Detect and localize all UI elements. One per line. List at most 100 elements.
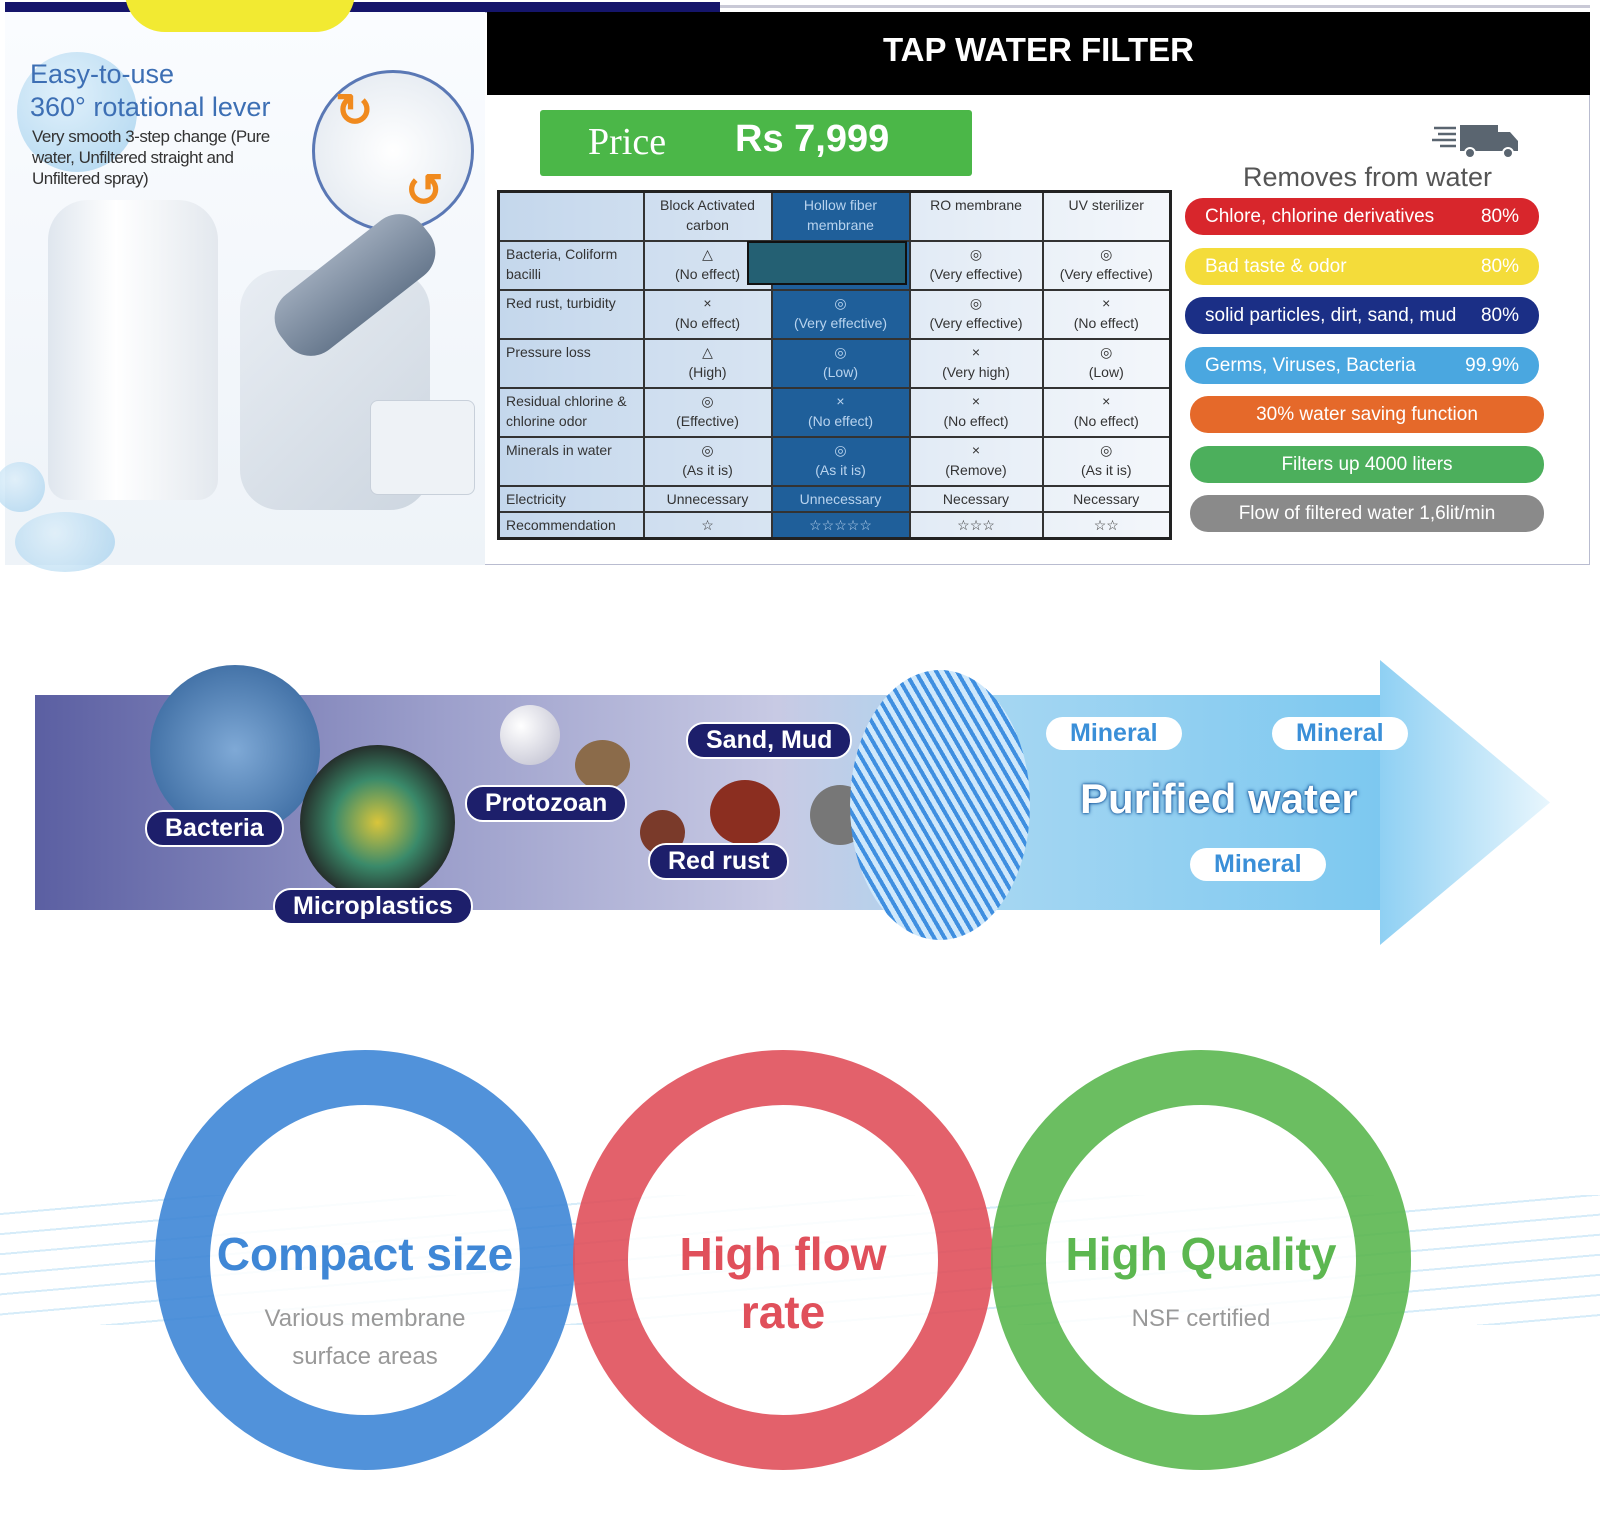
pill-label: Chlore, chlorine derivatives [1205, 206, 1435, 227]
rating-symbol: Unnecessary [666, 490, 749, 507]
pill-label: 30% water saving function [1256, 404, 1478, 425]
feature-title: High flow rate [679, 1228, 887, 1338]
removes-title: Removes from water [1242, 162, 1493, 192]
microplastics-image [300, 745, 455, 900]
table-cell: ☆☆☆☆☆ [770, 510, 911, 539]
label-microplastics: Microplastics [273, 888, 473, 925]
column-header: UV sterilizer [1041, 190, 1172, 242]
label-sand-mud: Sand, Mud [686, 722, 853, 759]
delivery-truck-icon [1432, 125, 1518, 159]
pill-value: 80% [1480, 305, 1519, 326]
rating-symbol: ◎ [701, 441, 714, 458]
feature-title: High Quality [1065, 1228, 1337, 1280]
rotate-arrow-icon: ↺ [405, 164, 444, 216]
table-row: Residual chlorine & chlorine odor◎(Effec… [497, 386, 1172, 438]
top-bar [5, 2, 720, 12]
feature-subtitle: NSF certified [1131, 1305, 1271, 1332]
rating-text: (No effect) [1073, 412, 1139, 429]
feature-pill: solid particles, dirt, sand, mud 80% [1185, 297, 1539, 334]
rating-text: (No effect) [943, 412, 1009, 429]
table-cell: ◎ (Low) [1041, 337, 1172, 389]
row-label: Bacteria, Coliform bacilli [497, 239, 645, 291]
redacted-cell [747, 241, 907, 285]
label-red-rust: Red rust [648, 843, 790, 880]
rating-symbol: × [703, 294, 712, 311]
feature-subtitle: Various membrane surface areas [264, 1305, 466, 1370]
rating-text: (Remove) [945, 461, 1007, 478]
lever-description: Very smooth 3-step change (Pure water, U… [32, 127, 270, 188]
pill-label: Bad taste & odor [1205, 255, 1347, 277]
table-cell: Unnecessary [770, 484, 911, 513]
column-header: Hollow fiber membrane [770, 190, 911, 242]
rating-symbol: × [836, 392, 845, 409]
price-box: Price Rs 7,999 [540, 110, 972, 176]
table-cell: Necessary [1041, 484, 1172, 513]
purified-water-label: Purified water [1080, 775, 1358, 822]
table-row: Minerals in water◎(As it is)◎(As it is)×… [497, 435, 1172, 487]
decor-bubble [15, 512, 115, 572]
table-row: Pressure loss△(High)◎(Low)×(Very high)◎(… [497, 337, 1172, 389]
rating-symbol: △ [702, 245, 713, 262]
hollow-fiber-image [850, 670, 1030, 940]
row-label: Red rust, turbidity [497, 288, 645, 340]
rating-text: (As it is) [1080, 461, 1132, 478]
column-header: Block Activated carbon [642, 190, 773, 242]
table-cell: ×(Very high) [908, 337, 1044, 389]
table-cell: ◎ (Very effective) [1041, 239, 1172, 291]
table-row: Recommendation☆☆☆☆☆☆☆☆☆☆☆ [497, 510, 1172, 539]
bacteria-image [150, 665, 320, 835]
pill-label: solid particles, dirt, sand, mud [1205, 305, 1457, 326]
table-cell: ◎ (Very effective) [770, 288, 911, 340]
rating-text: (As it is) [815, 461, 866, 478]
rating-symbol: ☆☆☆ [957, 516, 995, 533]
rating-text: (Low) [1088, 363, 1124, 380]
table-cell: ◎(Very effective) [908, 239, 1044, 291]
rating-symbol: Necessary [942, 490, 1010, 507]
rating-symbol: × [971, 392, 981, 409]
table-cell: Necessary [908, 484, 1044, 513]
column-header: RO membrane [908, 190, 1044, 242]
feature-pill: 30% water saving function [1190, 396, 1544, 433]
column-header [497, 190, 645, 242]
mud-particle [575, 740, 630, 790]
pill-label: Germs, Viruses, Bacteria [1205, 354, 1416, 376]
rating-symbol: ◎ [1100, 245, 1113, 262]
rating-text: (No effect) [1073, 314, 1139, 331]
rating-symbol: ◎ [969, 294, 983, 311]
row-label: Recommendation [497, 510, 645, 539]
rating-symbol: ◎ [834, 294, 847, 311]
table-cell: × (No effect) [1041, 386, 1172, 438]
decor-bubble [17, 52, 137, 172]
feature-title: Compact size [216, 1228, 514, 1280]
price-label: Price [588, 121, 667, 163]
rating-symbol: ◎ [1100, 441, 1113, 458]
table-cell: △(High) [642, 337, 773, 389]
table-cell: ◎ (As it is) [1041, 435, 1172, 487]
rating-symbol: ☆☆ [1093, 516, 1119, 533]
rating-symbol: Unnecessary [799, 490, 882, 507]
filter-cartridge-image [48, 200, 218, 500]
rating-text: (No effect) [674, 314, 741, 331]
rating-text: (No effect) [674, 265, 741, 282]
label-protozoan: Protozoan [465, 785, 628, 822]
top-divider [720, 5, 1590, 8]
row-label: Residual chlorine & chlorine odor [497, 386, 645, 438]
feature-pill: Flow of filtered water 1,6lit/min [1190, 495, 1544, 532]
table-cell: ◎(Effective) [642, 386, 773, 438]
pill-value: 80% [1480, 255, 1519, 277]
pill-label: Filters up 4000 liters [1281, 453, 1453, 475]
rating-symbol: × [1102, 392, 1111, 409]
rating-text: (Very effective) [793, 314, 888, 331]
table-cell: ×(Remove) [908, 435, 1044, 487]
rating-symbol: ◎ [1100, 343, 1113, 360]
rating-text: (Effective) [676, 412, 739, 429]
table-cell: × (No effect) [908, 386, 1044, 438]
rating-text: (Very effective) [1059, 265, 1153, 282]
rating-symbol: ◎ [834, 441, 847, 458]
rating-text: (High) [688, 363, 727, 380]
rating-symbol: × [971, 343, 981, 360]
